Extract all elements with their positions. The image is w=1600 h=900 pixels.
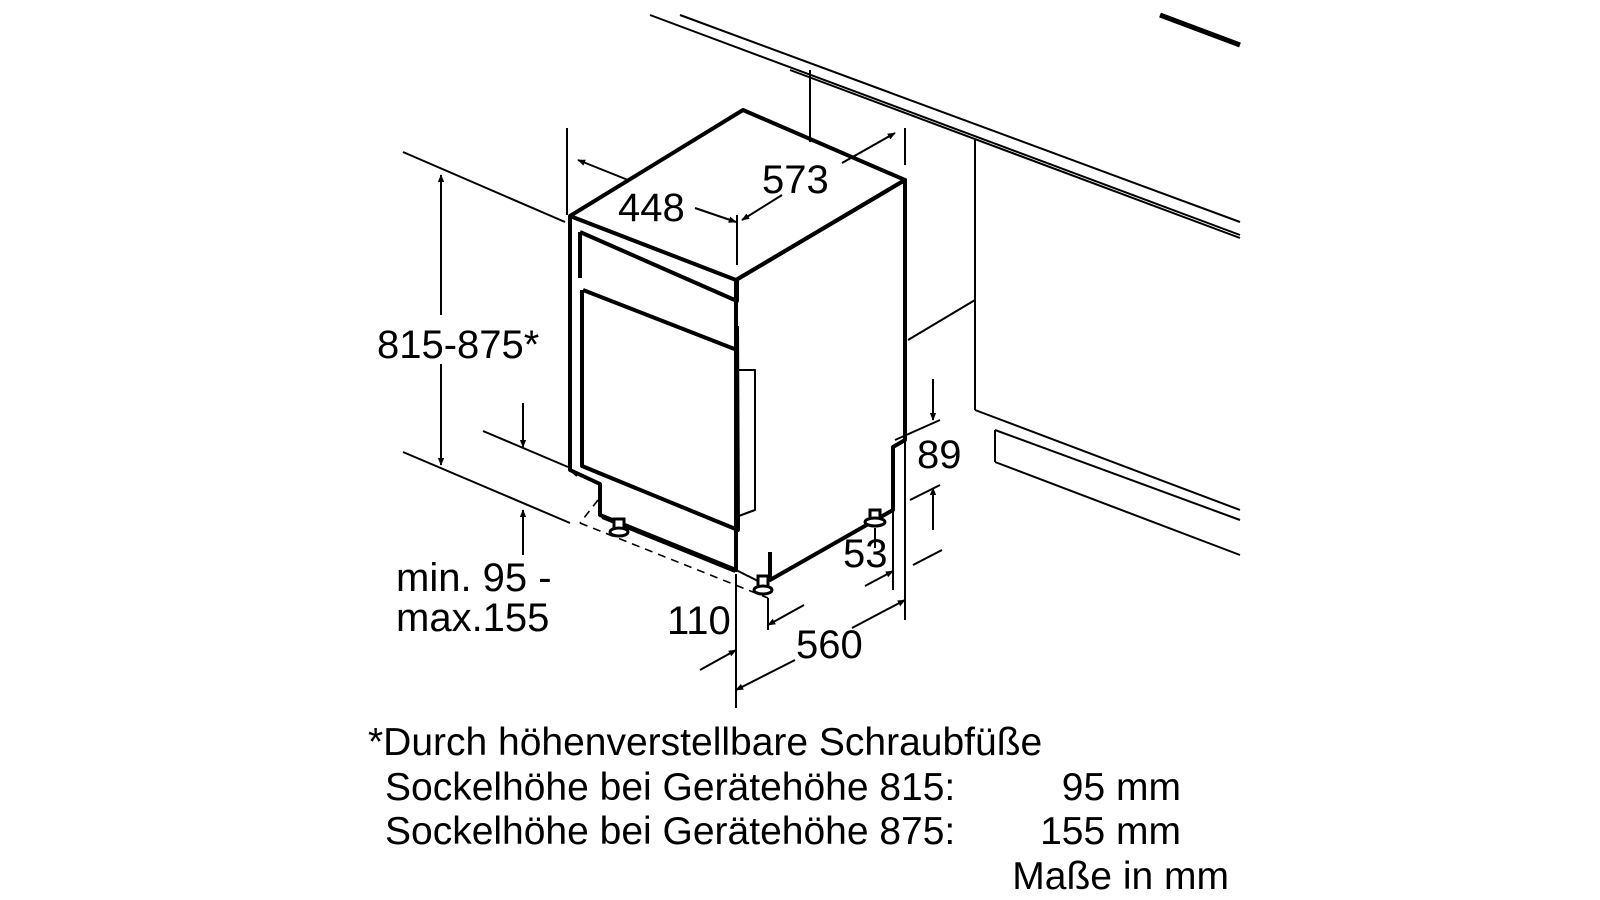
plinth-row2-label: Sockelhöhe bei Gerätehöhe 875: [385,810,956,853]
front-offset-arrow-left [699,649,737,671]
depth-dimension-label: 573 [762,158,829,202]
dishwasher-door-panel [580,290,740,532]
adjustable-feet [608,508,887,596]
plinth-row1-value: 95 mm [1061,766,1181,809]
foot-front-left [608,517,630,538]
height-dimension-label: 815-875* [377,323,539,367]
depth-dimension-arrow [841,132,896,164]
plinth-row1-label: Sockelhöhe bei Gerätehöhe 815: [385,766,956,809]
foot-inset-arrow [864,570,894,587]
dimension-lines [402,128,943,708]
units-note: Maße in mm [1012,855,1229,898]
foot-front-right [752,574,774,596]
footnote-text: *Durch höhenverstellbare Schraubfüße [368,721,1043,764]
plinth-range-label-line1: min. 95 - [396,556,552,600]
width-dimension-arrow [577,159,629,181]
recess-height-label: 89 [917,433,962,477]
front-offset-label: 110 [667,599,731,643]
width-dimension-label: 448 [618,186,685,230]
plinth-row2-value: 155 mm [1040,810,1181,853]
foot-inset-label: 53 [843,532,888,576]
depth-560-arrow [735,659,796,691]
front-offset-arrow-right [767,604,805,626]
cabinet-depth-label: 560 [796,623,863,667]
dishwasher-body [568,108,907,585]
foot-rear-right [863,508,887,528]
plinth-range-label-line2: max.155 [396,596,549,640]
kitchen-cabinet-outline [649,12,1241,556]
